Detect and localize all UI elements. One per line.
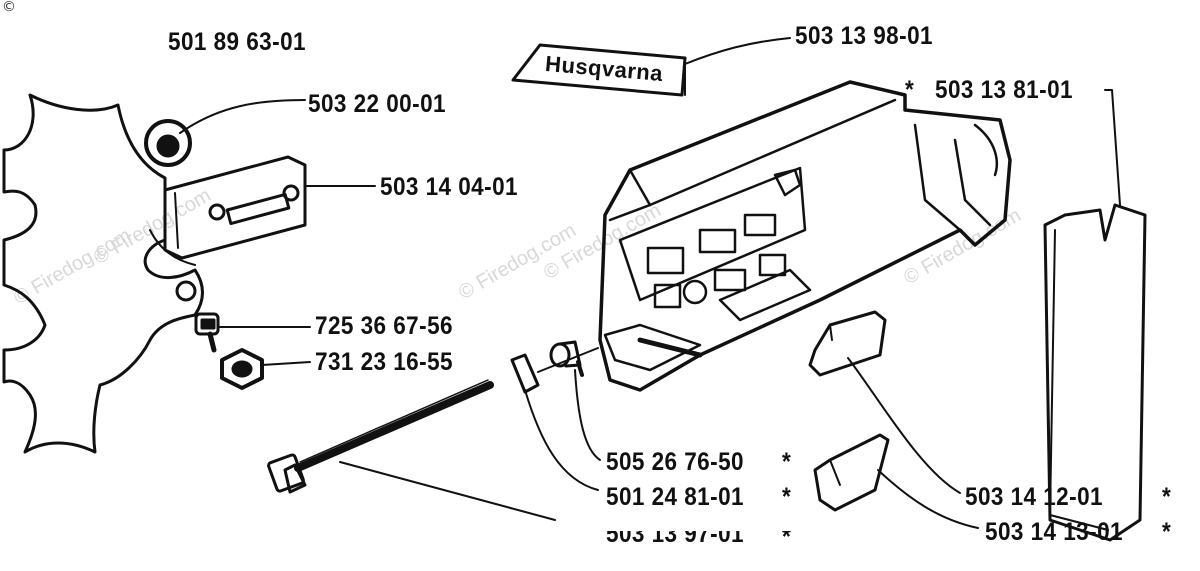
part-label-tension-screw-clip: 503 13 97-01 * (606, 531, 806, 571)
star-tension-screw: * (782, 531, 792, 551)
star-guide: * (782, 483, 792, 511)
logo-plate-part (511, 43, 687, 97)
filter-panel-part (1043, 203, 1147, 542)
part-label-cover: 503 13 81-01 (935, 76, 1074, 104)
star-catcher-a: * (1162, 483, 1172, 511)
part-label-catcher-a: 503 14 12-01 (965, 483, 1104, 511)
tension-screw-part (267, 379, 494, 494)
star-cover: * (905, 76, 915, 104)
part-label-washer: 503 22 00-01 (308, 90, 447, 118)
part-label-bar-plate: 501 89 63-01 (168, 28, 307, 56)
part-label-plate: 503 14 04-01 (380, 173, 519, 201)
part-label-catcher-b: 503 14 13-01 (985, 518, 1124, 546)
clutch-cover-part (598, 80, 1012, 392)
leader-lines (179, 37, 1121, 529)
catcher-part-a (808, 310, 887, 377)
screw-part (194, 312, 220, 353)
copyright-mark: © (2, 0, 16, 15)
catcher-part-b (813, 433, 890, 512)
part-label-pin: 505 26 76-50 (606, 448, 745, 476)
washer-part (144, 119, 192, 167)
part-label-nut: 731 23 16-55 (315, 348, 454, 376)
part-label-screw: 725 36 67-56 (315, 312, 454, 340)
part-label-tension-screw: 503 13 97-01 (606, 531, 745, 548)
star-catcher-b: * (1162, 518, 1172, 546)
nut-part (220, 348, 264, 390)
star-pin: * (782, 448, 792, 476)
pin-part (549, 340, 584, 377)
part-label-guide: 501 24 81-01 (606, 483, 745, 511)
adjuster-plate-part (163, 155, 307, 260)
guide-part (510, 353, 540, 394)
part-label-logo: 503 13 98-01 (795, 22, 934, 50)
